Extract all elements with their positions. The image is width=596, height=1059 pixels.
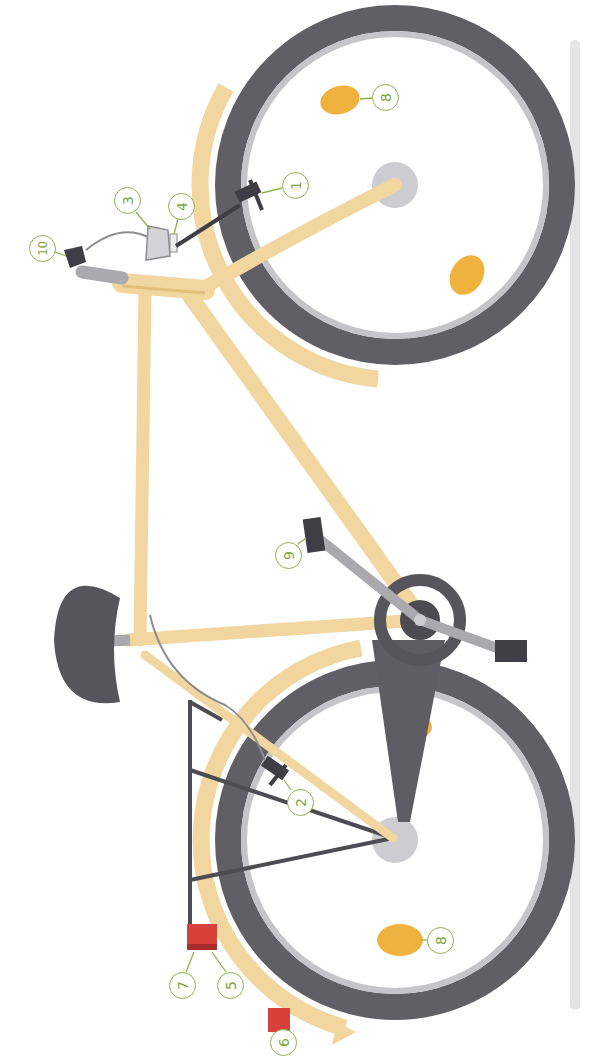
chain-guard [372, 640, 445, 822]
leader-lines [55, 98, 427, 1033]
front-reflector [170, 234, 177, 252]
callout-number: 3 [114, 187, 141, 214]
callout-number: 2 [287, 789, 314, 816]
crank-arms [318, 538, 508, 652]
frame [122, 185, 420, 838]
callout-number: 6 [270, 1029, 297, 1056]
front-light [146, 226, 170, 260]
handlebar [82, 272, 122, 278]
brake-lever [64, 246, 86, 268]
callout-number: 1 [282, 172, 309, 199]
cable [150, 615, 265, 760]
callout-number: 10 [29, 235, 56, 262]
pedal [495, 640, 527, 662]
callout-number: 9 [275, 542, 302, 569]
callout-number: 8 [372, 84, 399, 111]
dynamo [235, 180, 262, 210]
pedal [303, 517, 326, 553]
saddle [54, 586, 120, 703]
callout-number: 4 [168, 193, 195, 220]
callout-number: 8 [427, 927, 454, 954]
rear-light [187, 924, 217, 950]
cable [86, 232, 150, 250]
callout-number: 7 [169, 972, 196, 999]
callout-number: 5 [217, 972, 244, 999]
